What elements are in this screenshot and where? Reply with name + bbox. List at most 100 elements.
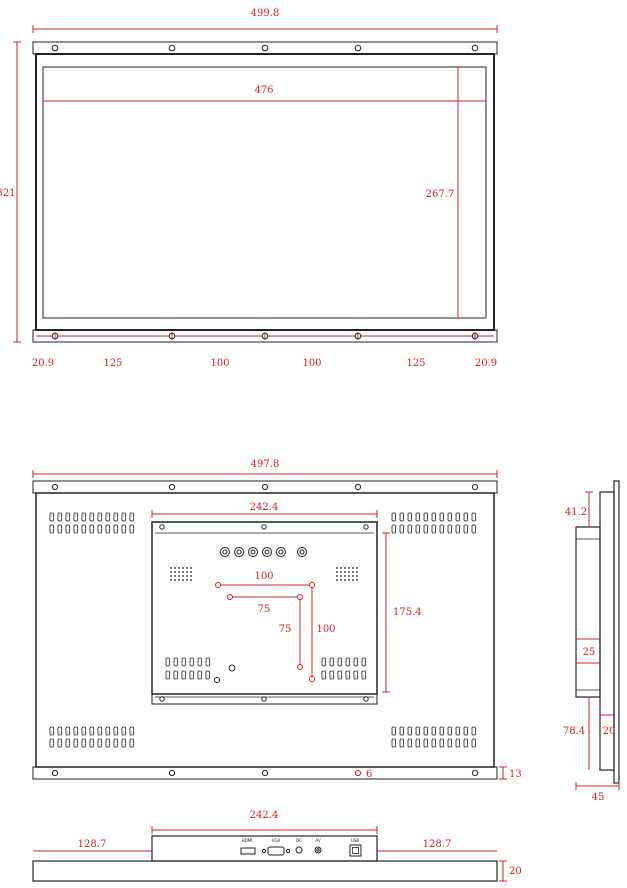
vent-slot <box>129 512 134 522</box>
vent-slot <box>113 738 118 748</box>
speaker-dot <box>348 567 350 569</box>
vent-slot <box>415 524 420 534</box>
side-total-depth-label: 45 <box>592 792 605 803</box>
hole-spacing-label: 125 <box>406 358 425 369</box>
speaker-dot <box>186 567 188 569</box>
vent-slot <box>121 726 126 736</box>
vent-slot <box>447 738 452 748</box>
speaker-dot <box>352 575 354 577</box>
vent-slot <box>121 512 126 522</box>
vent-slot <box>463 524 468 534</box>
mount-hole <box>261 44 269 52</box>
vent-slot <box>81 738 86 748</box>
vent-slot <box>439 524 444 534</box>
vent-slot <box>65 726 70 736</box>
vent-slot <box>337 657 342 667</box>
vent-slot <box>73 738 78 748</box>
vent-slot <box>463 738 468 748</box>
vent-slot <box>439 726 444 736</box>
mount-hole <box>168 44 176 52</box>
speaker-dot <box>190 567 192 569</box>
plate-hole <box>363 524 369 530</box>
vent-slot <box>105 726 110 736</box>
vent-slot <box>57 738 62 748</box>
mount-hole <box>471 769 479 777</box>
speaker-dot <box>344 571 346 573</box>
speaker-dot <box>340 567 342 569</box>
mount-hole <box>51 483 59 491</box>
vent-slot <box>399 726 404 736</box>
hole-spacing-label: 125 <box>103 358 122 369</box>
vent-slot <box>407 738 412 748</box>
vga-port <box>267 846 285 856</box>
speaker-dot <box>174 575 176 577</box>
vent-slot <box>89 512 94 522</box>
plate-hole <box>363 696 369 702</box>
bottom-hole-row <box>36 332 494 340</box>
plate-hole <box>261 696 267 702</box>
speaker-dot <box>182 567 184 569</box>
vent-slot <box>129 738 134 748</box>
control-buttons <box>220 547 307 557</box>
mount-hole <box>354 769 362 777</box>
speaker-dot <box>174 579 176 581</box>
vent-slot <box>431 738 436 748</box>
side-bottom-depth-label: 20 <box>603 726 616 737</box>
vent-slot <box>89 524 94 534</box>
vent-slot <box>415 726 420 736</box>
vent-slot <box>65 512 70 522</box>
bottom-view: 242.4 128.7 128.7 20 HDMI VGA DC AV USB <box>32 810 522 882</box>
vent-slot <box>439 512 444 522</box>
vent-slot <box>329 670 334 680</box>
vent-slot <box>431 726 436 736</box>
vesa-box-height-label: 175.4 <box>393 607 422 618</box>
vent-slot <box>391 512 396 522</box>
mount-hole <box>261 483 269 491</box>
indicator-hole <box>214 677 220 683</box>
vent-slot <box>81 726 86 736</box>
vesa-75-horizontal-label: 75 <box>258 604 271 615</box>
usb-port <box>349 844 362 857</box>
vent-slot <box>49 738 54 748</box>
speaker-dot <box>174 567 176 569</box>
hdmi-port <box>240 847 256 855</box>
vent-slot <box>49 726 54 736</box>
speaker-dot <box>174 571 176 573</box>
speaker-dot <box>178 571 180 573</box>
speaker-dot <box>336 567 338 569</box>
vent-slot <box>345 657 350 667</box>
vent-slot <box>329 657 334 667</box>
vent-slot <box>361 657 366 667</box>
vent-slot <box>391 738 396 748</box>
bottom-panel <box>32 860 498 882</box>
vent-slot <box>165 657 170 667</box>
side-top-offset-label: 41.2 <box>565 507 587 518</box>
speaker-dot <box>348 579 350 581</box>
ventilation-slots <box>49 512 476 748</box>
front-view: 499.8 321 <box>0 8 498 369</box>
vent-slot <box>57 726 62 736</box>
speaker-dot <box>340 579 342 581</box>
vent-slot <box>105 512 110 522</box>
speaker-dot <box>182 571 184 573</box>
vent-slot <box>165 670 170 680</box>
hole-diameter-label: 6 <box>366 769 372 780</box>
vent-slot <box>181 670 186 680</box>
speaker-dot <box>356 571 358 573</box>
vent-slot <box>113 726 118 736</box>
speaker-dot <box>344 567 346 569</box>
vent-slot <box>65 738 70 748</box>
front-height-label: 321 <box>0 188 16 199</box>
back-bottom-flange <box>32 766 498 780</box>
vent-slot <box>105 738 110 748</box>
port-label-dc: DC <box>296 838 302 843</box>
vent-slot <box>447 726 452 736</box>
speaker-dot <box>178 567 180 569</box>
vent-slot <box>97 738 102 748</box>
vent-slot <box>197 657 202 667</box>
speaker-dot <box>190 579 192 581</box>
vent-slot <box>89 738 94 748</box>
mount-hole <box>471 44 479 52</box>
vent-slot <box>105 524 110 534</box>
vent-slot <box>361 670 366 680</box>
